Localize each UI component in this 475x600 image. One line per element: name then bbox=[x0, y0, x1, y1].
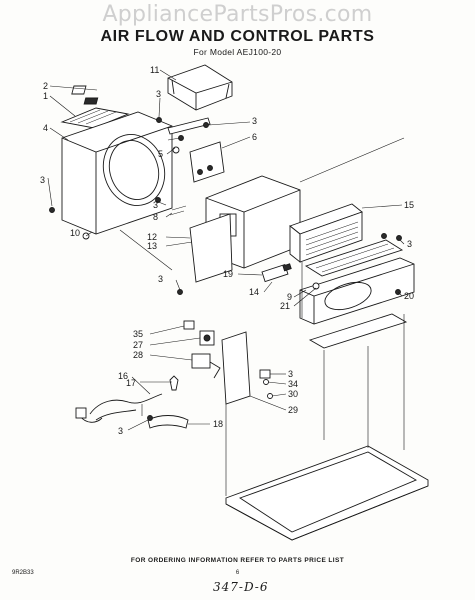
callout-17: 17 bbox=[126, 378, 136, 388]
part-power-cord bbox=[75, 375, 189, 429]
callout-28: 28 bbox=[133, 350, 143, 360]
ordering-note: FOR ORDERING INFORMATION REFER TO PARTS … bbox=[130, 557, 345, 564]
part-thermostat-group bbox=[183, 320, 221, 379]
part-control-cover bbox=[167, 64, 233, 111]
callout-3: 3 bbox=[118, 426, 123, 436]
callout-3: 3 bbox=[158, 274, 163, 284]
callout-14: 14 bbox=[249, 287, 259, 297]
callout-35: 35 bbox=[133, 329, 143, 339]
part-base-divider bbox=[299, 257, 415, 349]
model-subtitle: For Model AEJ100-20 bbox=[193, 47, 282, 57]
part-control-housing bbox=[169, 175, 301, 283]
callout-3: 3 bbox=[153, 200, 158, 210]
callout-29: 29 bbox=[288, 405, 298, 415]
callout-30: 30 bbox=[288, 389, 298, 399]
part-control-switch bbox=[261, 263, 320, 290]
part-grille bbox=[289, 203, 404, 277]
callout-3: 3 bbox=[252, 116, 257, 126]
callout-13: 13 bbox=[147, 241, 157, 251]
callout-19: 19 bbox=[223, 269, 233, 279]
part-control-panel bbox=[221, 331, 273, 405]
handwritten-code: 347-D-6 bbox=[213, 580, 269, 594]
callout-16: 16 bbox=[118, 371, 128, 381]
callout-12: 12 bbox=[147, 232, 157, 242]
callout-11: 11 bbox=[150, 65, 159, 75]
callout-1: 1 bbox=[43, 91, 48, 101]
callout-20: 20 bbox=[404, 291, 414, 301]
callout-15: 15 bbox=[404, 200, 414, 210]
callout-3: 3 bbox=[407, 239, 412, 249]
figure-code: 9R2B33 bbox=[12, 570, 34, 576]
callout-27: 27 bbox=[133, 340, 143, 350]
callout-21: 21 bbox=[280, 301, 290, 311]
callout-2: 2 bbox=[43, 81, 48, 91]
screws bbox=[49, 117, 402, 421]
callout-18: 18 bbox=[213, 419, 223, 429]
part-front-panel bbox=[61, 111, 173, 235]
callout-3: 3 bbox=[288, 369, 293, 379]
leader-lines bbox=[47, 69, 405, 431]
callout-34: 34 bbox=[288, 379, 298, 389]
callout-5: 5 bbox=[158, 149, 163, 159]
guide-lines bbox=[119, 137, 405, 496]
callout-10: 10 bbox=[70, 228, 80, 238]
diagram-title: AIR FLOW AND CONTROL PARTS bbox=[100, 28, 375, 45]
callout-4: 4 bbox=[43, 123, 48, 133]
callout-3: 3 bbox=[156, 89, 161, 99]
callout-8: 8 bbox=[153, 212, 158, 222]
callout-9: 9 bbox=[287, 292, 292, 302]
part-bracket-terminal bbox=[167, 117, 225, 183]
callout-labels: 11 2 1 3 4 3 6 5 3 10 3 8 12 13 15 3 3 1… bbox=[40, 65, 414, 436]
callout-6: 6 bbox=[252, 132, 257, 142]
watermark: AppliancePartsPros.com bbox=[102, 2, 373, 27]
part-base-pan bbox=[225, 445, 429, 541]
callout-3: 3 bbox=[40, 175, 45, 185]
page-number: 6 bbox=[235, 570, 240, 576]
